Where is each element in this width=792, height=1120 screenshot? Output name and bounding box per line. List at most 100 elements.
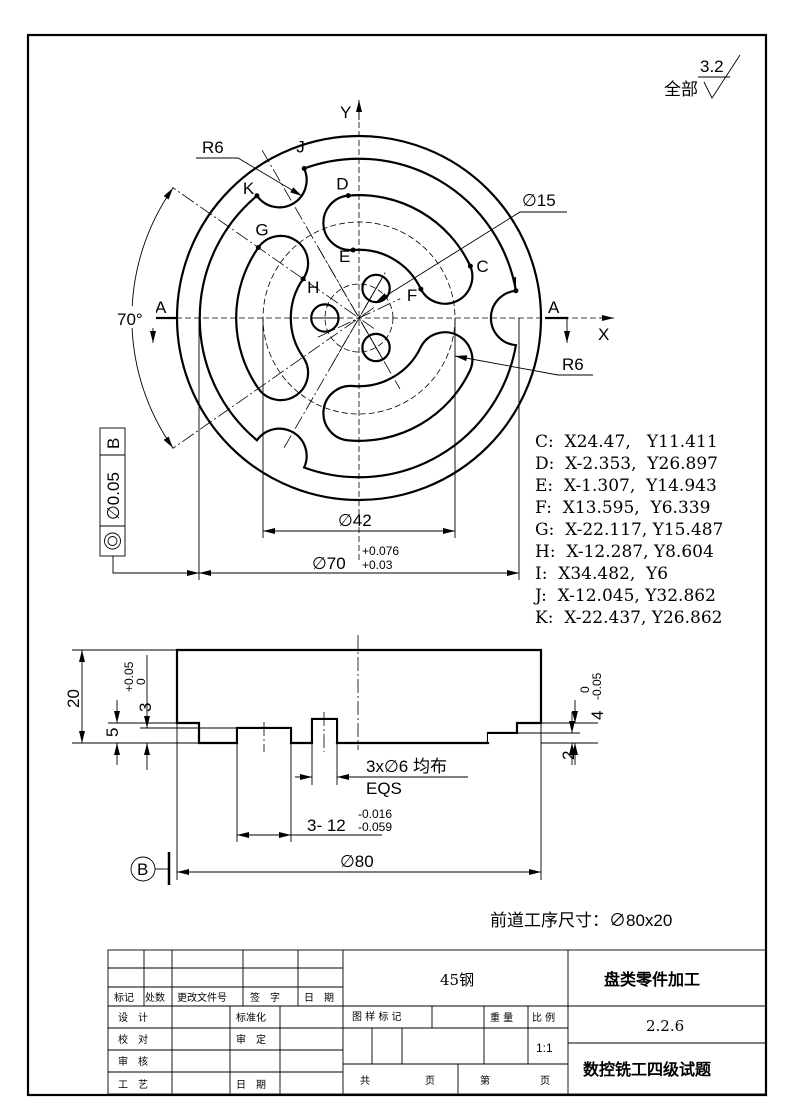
surface-roughness-symbol: 3.2 全部 <box>664 54 741 99</box>
height-20-label: 20 <box>64 689 83 708</box>
step-4-tol-lower: -0.05 <box>590 672 604 700</box>
slot-tol-upper: -0.016 <box>358 807 392 821</box>
slot-tol-lower: -0.059 <box>358 820 392 834</box>
point-marker <box>418 286 424 292</box>
section-view: 20 5 3 +0.05 0 4 0 -0.05 2 3x∅6 均布 EQS 3… <box>64 635 607 885</box>
label-pattern-mark: 图 样 标 记 <box>352 1010 402 1023</box>
center-line <box>260 148 369 334</box>
point-marker <box>513 288 519 294</box>
depth-3-tol-lower: 0 <box>134 678 148 685</box>
drawing-number: 2.2.6 <box>646 1017 684 1035</box>
coordinate-row: J: X-12.045, Y32.862 <box>533 586 716 606</box>
label-number: 第 <box>480 1074 490 1087</box>
holes-label: 3x∅6 均布 <box>366 757 447 776</box>
material: 45钢 <box>440 971 474 989</box>
top-view: Y X A A 70° R6 ∅15 R6 ∅42 ∅70 +0.076 +0.… <box>99 100 614 580</box>
coordinate-row: D: X-2.353, Y26.897 <box>535 454 718 474</box>
roughness-value: 3.2 <box>700 57 724 76</box>
label-total: 共 <box>360 1075 370 1087</box>
coordinate-row: G: X-22.117, Y15.487 <box>535 520 723 540</box>
diameter-70-label: ∅70 <box>312 554 346 573</box>
frame-datum: B <box>104 438 123 449</box>
diameter-70-tol-lower: +0.03 <box>362 558 393 572</box>
label-process: 工 艺 <box>118 1079 148 1091</box>
prior-process-note: 前道工序尺寸：∅80x20 <box>490 911 672 930</box>
point-label-c: C <box>476 257 488 276</box>
roughness-scope: 全部 <box>664 80 698 99</box>
label-review: 审 核 <box>118 1055 148 1068</box>
center-line <box>317 246 401 390</box>
header-signature: 签 字 <box>250 991 280 1004</box>
header-date: 日 期 <box>304 992 334 1004</box>
label-check: 校 对 <box>118 1033 148 1046</box>
slots <box>235 194 474 442</box>
drawing-border <box>26 33 768 1097</box>
angle-70-label: 70° <box>117 310 143 329</box>
step-2-label: 2 <box>559 751 578 760</box>
center-line <box>172 307 375 449</box>
slot <box>322 331 474 442</box>
slot-width-label: 3- 12 <box>307 816 346 835</box>
datum-b-label: B <box>137 860 148 879</box>
x-axis-label: X <box>598 325 609 344</box>
point-label-j: J <box>296 137 305 156</box>
radius-6-lower: R6 <box>562 355 584 374</box>
depth-3-tol-upper: +0.05 <box>122 661 136 692</box>
point-label-d: D <box>336 175 348 194</box>
label-standard: 标准化 <box>236 1011 266 1024</box>
diameter-42-label: ∅42 <box>338 511 372 530</box>
label-design: 设 计 <box>118 1011 148 1024</box>
point-label-g: G <box>255 221 268 240</box>
diameter-15-label: ∅15 <box>522 191 556 210</box>
label-ratio: 比 例 <box>532 1011 555 1024</box>
header-mark: 标记 <box>114 992 134 1004</box>
section-mark-a-left: A <box>155 298 167 317</box>
coordinate-row: F: X13.595, Y6.339 <box>535 498 710 518</box>
scale-value: 1:1 <box>536 1041 553 1055</box>
label-approve: 审 定 <box>236 1033 266 1046</box>
y-axis-label: Y <box>340 103 351 122</box>
point-marker <box>467 263 473 269</box>
section-mark-a-right: A <box>548 298 560 317</box>
coordinate-row: I: X34.482, Y6 <box>535 564 668 584</box>
point-marker <box>301 165 307 171</box>
point-marker <box>350 247 356 253</box>
point-label-e: E <box>339 247 350 266</box>
point-label-h: H <box>307 278 319 297</box>
diameter-80-label: ∅80 <box>340 852 374 871</box>
depth-3-label: 3 <box>136 703 155 712</box>
point-marker <box>345 193 351 199</box>
step-4-label: 4 <box>588 711 607 720</box>
point-label-f: F <box>407 286 417 305</box>
coordinate-row: K: X-22.437, Y26.862 <box>535 608 722 628</box>
center-line <box>283 302 369 449</box>
coordinate-row: C: X24.47, Y11.411 <box>535 432 718 452</box>
coordinate-row: E: X-1.307, Y14.943 <box>535 476 717 496</box>
hole-6 <box>361 332 391 363</box>
title-block: 标记 处数 更改文件号 签 字 日 期 设 计 校 对 审 核 工 艺 标准化 … <box>107 949 767 1095</box>
diameter-70-tol-upper: +0.076 <box>362 544 399 558</box>
label-date: 日 期 <box>236 1079 266 1091</box>
circle-70-with-notches <box>198 157 518 479</box>
depth-5-label: 5 <box>103 728 122 737</box>
holes-eqs-label: EQS <box>366 779 402 798</box>
point-marker <box>255 245 261 251</box>
header-count: 处数 <box>145 991 165 1004</box>
step-4-tol-upper: 0 <box>578 686 592 693</box>
slot <box>235 234 310 402</box>
frame-tolerance: ∅0.05 <box>104 472 123 520</box>
concentricity-frame: ∅0.05 B <box>99 427 126 557</box>
point-label-k: K <box>243 179 255 198</box>
radius-6-upper: R6 <box>202 138 224 157</box>
part-name: 盘类零件加工 <box>604 970 700 989</box>
point-marker <box>300 276 306 282</box>
point-marker <box>254 193 260 199</box>
point-label-i: I <box>513 274 518 293</box>
label-page: 页 <box>425 1075 435 1087</box>
exam-title: 数控铣工四级试题 <box>583 1060 712 1079</box>
slot <box>322 194 474 305</box>
coordinate-row: H: X-12.287, Y8.604 <box>535 542 714 562</box>
label-weight: 重 量 <box>490 1011 513 1024</box>
